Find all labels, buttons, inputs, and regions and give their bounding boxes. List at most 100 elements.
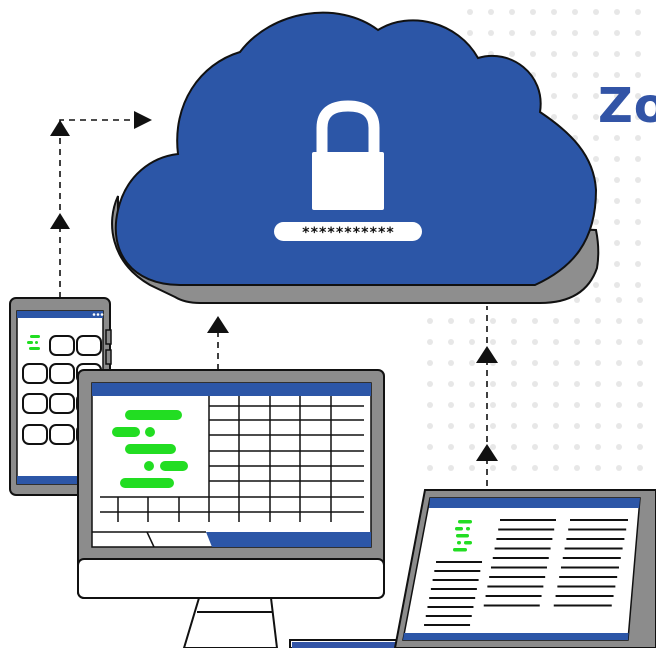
decorative-dot	[574, 339, 580, 345]
decorative-dot	[635, 219, 641, 225]
decorative-dot	[637, 465, 643, 471]
decorative-dot	[635, 261, 641, 267]
decorative-dot	[593, 114, 599, 120]
decorative-dot	[509, 51, 515, 57]
decorative-dot	[511, 360, 517, 366]
decorative-dot	[551, 9, 557, 15]
decorative-dot	[511, 465, 517, 471]
decorative-dot	[595, 465, 601, 471]
decorative-dot	[635, 9, 641, 15]
decorative-dot	[488, 9, 494, 15]
decorative-dot	[616, 423, 622, 429]
decorative-dot	[448, 402, 454, 408]
decorative-dot	[593, 156, 599, 162]
decorative-dot	[532, 318, 538, 324]
decorative-dot	[637, 360, 643, 366]
decorative-dot	[614, 135, 620, 141]
decorative-dot	[614, 219, 620, 225]
decorative-dot	[614, 261, 620, 267]
decorative-dot	[427, 402, 433, 408]
decorative-dot	[635, 198, 641, 204]
desktop-monitor	[77, 369, 385, 649]
decorative-dot	[530, 9, 536, 15]
phone-nav-bar	[17, 476, 103, 484]
decorative-dot	[635, 51, 641, 57]
decorative-dot	[553, 465, 559, 471]
decorative-dot	[595, 381, 601, 387]
decorative-dot	[616, 465, 622, 471]
decorative-dot	[511, 318, 517, 324]
phone-status-bar	[17, 311, 103, 318]
decorative-dot	[448, 318, 454, 324]
decorative-dot	[574, 423, 580, 429]
decorative-dot	[572, 51, 578, 57]
decorative-dot	[593, 30, 599, 36]
arrow-right-icon	[134, 111, 152, 129]
decorative-dot	[530, 51, 536, 57]
decorative-dot	[616, 339, 622, 345]
decorative-dot	[490, 318, 496, 324]
decorative-dot	[427, 423, 433, 429]
decorative-dot	[469, 318, 475, 324]
laptop-device	[289, 489, 656, 649]
decorative-dot	[616, 360, 622, 366]
arrow-up-icon	[50, 213, 70, 229]
decorative-dot	[490, 381, 496, 387]
decorative-dot	[635, 30, 641, 36]
decorative-dot	[614, 9, 620, 15]
decorative-dot	[511, 444, 517, 450]
decorative-dot	[614, 93, 620, 99]
decorative-dot	[614, 156, 620, 162]
decorative-dot	[574, 402, 580, 408]
password-mask-text: ***********	[302, 225, 395, 241]
decorative-dot	[572, 9, 578, 15]
screen-title-bar	[92, 383, 371, 396]
decorative-dot	[553, 444, 559, 450]
decorative-dot	[593, 93, 599, 99]
cloud-body	[114, 11, 598, 286]
decorative-dot	[616, 402, 622, 408]
decorative-dot	[553, 339, 559, 345]
decorative-dot	[427, 360, 433, 366]
decorative-dot	[635, 114, 641, 120]
lock-icon	[312, 100, 384, 210]
decorative-dot	[595, 318, 601, 324]
decorative-dot	[551, 93, 557, 99]
decorative-dot	[427, 339, 433, 345]
decorative-dot	[509, 30, 515, 36]
monitor-chin	[77, 558, 385, 599]
decorative-dot	[469, 444, 475, 450]
decorative-dot	[427, 465, 433, 471]
decorative-dot	[532, 444, 538, 450]
decorative-dot	[635, 93, 641, 99]
decorative-dot	[469, 339, 475, 345]
decorative-dot	[469, 402, 475, 408]
decorative-dot	[551, 114, 557, 120]
decorative-dot	[488, 30, 494, 36]
decorative-dot	[532, 381, 538, 387]
monitor-stand	[182, 597, 279, 649]
decorative-dot	[574, 444, 580, 450]
decorative-dot	[427, 318, 433, 324]
decorative-dot	[572, 114, 578, 120]
decorative-dot	[448, 444, 454, 450]
decorative-dot	[593, 9, 599, 15]
decorative-dot	[427, 381, 433, 387]
decorative-dot	[616, 318, 622, 324]
decorative-dot	[574, 381, 580, 387]
decorative-dot	[532, 360, 538, 366]
decorative-dot	[448, 423, 454, 429]
decorative-dot	[551, 72, 557, 78]
decorative-dot	[637, 318, 643, 324]
decorative-dot	[532, 423, 538, 429]
decorative-dot	[616, 297, 622, 303]
decorative-dot	[553, 381, 559, 387]
document-text-lines	[424, 519, 628, 626]
decorative-dot	[490, 423, 496, 429]
laptop-taskbar	[403, 633, 629, 640]
decorative-dot	[511, 402, 517, 408]
arrow-up-icon	[207, 316, 229, 333]
decorative-dot	[595, 423, 601, 429]
decorative-dot	[572, 30, 578, 36]
